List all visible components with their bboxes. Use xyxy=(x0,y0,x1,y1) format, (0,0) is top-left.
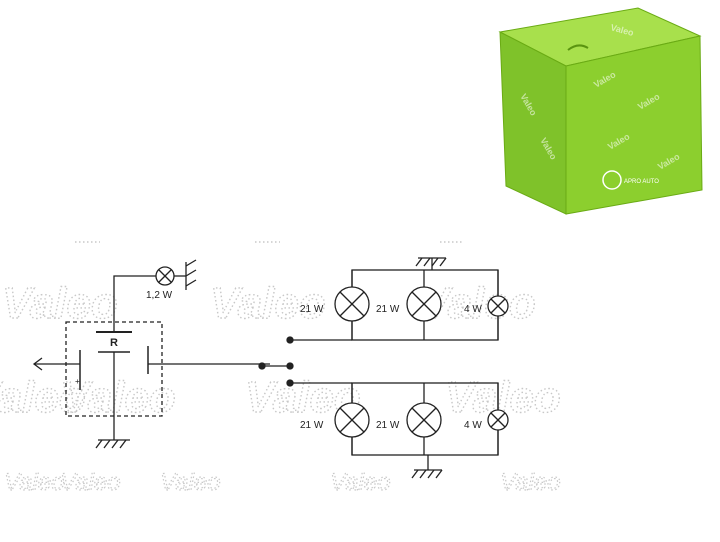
svg-text:+: + xyxy=(75,377,80,386)
indicator-ground-icon xyxy=(185,259,197,290)
watermark-text: Valeo xyxy=(2,279,118,328)
lower-lamp-1-icon xyxy=(334,402,370,438)
watermark-text: Valeo xyxy=(330,469,391,496)
product-box-image: Valeo Valeo Valeo Valeo Valeo Valeo Vale… xyxy=(498,7,703,215)
box-badge-icon xyxy=(602,170,622,190)
lower-lamp-3-label: 4 W xyxy=(464,420,482,431)
box-badge-text: APRO AUTO xyxy=(624,179,659,185)
lower-lamp-3-icon xyxy=(487,409,509,431)
upper-lamp-1-icon xyxy=(334,286,370,322)
relay-ground-icon xyxy=(95,439,130,449)
indicator-lamp-label: 1,2 W xyxy=(146,290,173,301)
lower-lamp-1-label: 21 W xyxy=(300,420,324,431)
watermark-text: Valeo xyxy=(0,373,86,422)
lower-lamp-2-icon xyxy=(406,402,442,438)
indicator-lamp-icon xyxy=(155,266,175,286)
lower-lamp-2-label: 21 W xyxy=(376,420,400,431)
watermark-text: Valeo xyxy=(60,469,121,496)
direction-switch xyxy=(258,336,352,387)
upper-lamp-2-label: 21 W xyxy=(376,304,400,315)
watermark-text: Valeo xyxy=(160,469,221,496)
upper-lamp-3-label: 4 W xyxy=(464,304,482,315)
watermark-text: Valeo xyxy=(4,469,65,496)
upper-lamp-1-label: 21 W xyxy=(300,304,324,315)
terminal-arrow-icon xyxy=(32,357,80,371)
watermark-text: Valeo xyxy=(60,373,176,422)
relay-label: R xyxy=(110,337,118,349)
watermark-text: Valeo xyxy=(500,469,561,496)
watermark-text: Valeo xyxy=(210,279,326,328)
upper-lamp-2-icon xyxy=(406,286,442,322)
upper-lamp-3-icon xyxy=(487,295,509,317)
